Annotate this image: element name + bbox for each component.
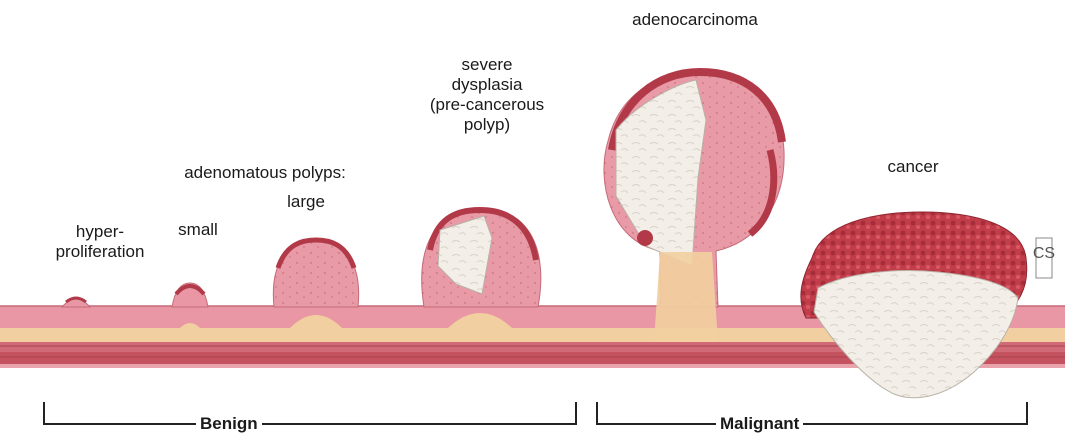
copyright-mark-icon: CS (1033, 238, 1055, 278)
label-adenocarcinoma: adenocarcinoma (610, 10, 780, 30)
svg-text:CS: CS (1033, 245, 1055, 262)
label-adenomatous-polyps: adenomatous polyps: (150, 163, 380, 183)
cancer-white-region (814, 271, 1018, 398)
label-severe-dysplasia: severe dysplasia (pre-cancerous polyp) (412, 55, 562, 135)
invasive-cancer-mass (801, 212, 1027, 398)
benign-bracket (44, 402, 576, 424)
label-cancer: cancer (868, 157, 958, 177)
label-hyperproliferation: hyper- proliferation (40, 222, 160, 262)
label-small: small (168, 220, 228, 240)
label-malignant: Malignant (716, 414, 803, 434)
label-benign: Benign (196, 414, 262, 434)
malignant-bracket (597, 402, 1027, 424)
label-large: large (276, 192, 336, 212)
adenocarcinoma-polyp (604, 71, 784, 342)
hyperproliferation-bump (62, 298, 90, 307)
